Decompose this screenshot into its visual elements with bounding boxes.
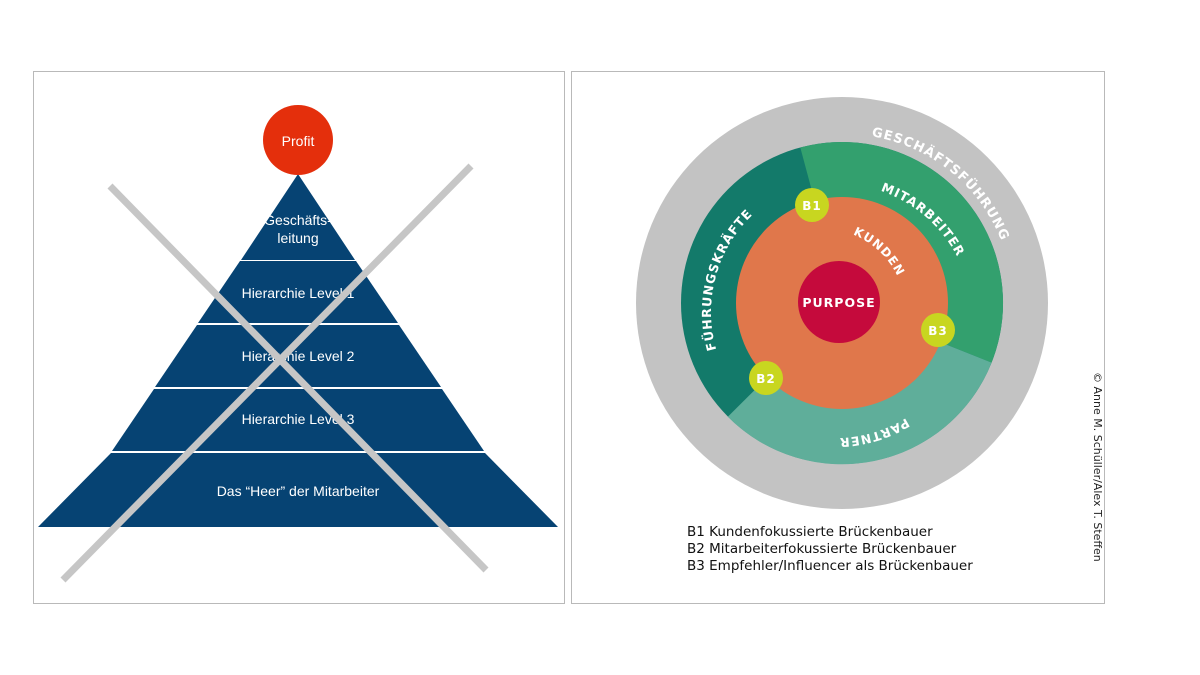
pyramid-tier-2 xyxy=(155,325,441,387)
tier-4-label: Das “Heer” der Mitarbeiter xyxy=(217,483,380,499)
bridge-b3-label: B3 xyxy=(928,324,948,338)
legend-item-b3: B3 Empfehler/Influencer als Brückenbauer xyxy=(687,558,973,574)
bridge-b3 xyxy=(921,313,955,347)
copyright-text: © Anne M. Schüller/Alex T. Steffen xyxy=(1091,372,1104,562)
profit-circle xyxy=(263,105,333,175)
tier-top-label-2: leitung xyxy=(277,230,318,246)
cross-line-1 xyxy=(107,183,489,573)
tier-top-label-1: Geschäfts- xyxy=(264,212,332,228)
tier-2-label: Hierarchie Level 2 xyxy=(242,348,355,364)
purpose-model-diagram: GESCHÄFTSFÜHRUNG FÜHRUNGSKRÄFTE MITARBEI… xyxy=(636,97,1048,509)
profit-label: Profit xyxy=(282,133,315,149)
pyramid-tier-top xyxy=(241,174,355,260)
bridge-b1-label: B1 xyxy=(802,199,822,213)
purpose-circle xyxy=(798,261,880,343)
hierarchy-pyramid-panel: Geschäfts- leitung Hierarchie Level 1 Hi… xyxy=(33,71,565,604)
tier-1-label: Hierarchie Level 1 xyxy=(242,285,355,301)
cross-line-2 xyxy=(60,163,474,583)
pyramid-diagram: Geschäfts- leitung Hierarchie Level 1 Hi… xyxy=(38,105,558,583)
legend-item-b1: B1 Kundenfokussierte Brückenbauer xyxy=(687,524,933,540)
tier-3-label: Hierarchie Level 3 xyxy=(242,411,355,427)
legend-item-b2: B2 Mitarbeiterfokussierte Brückenbauer xyxy=(687,541,957,557)
pyramid-tier-1 xyxy=(198,261,398,323)
purpose-model-panel: GESCHÄFTSFÜHRUNG FÜHRUNGSKRÄFTE MITARBEI… xyxy=(571,71,1105,604)
legend: B1 Kundenfokussierte Brückenbauer B2 Mit… xyxy=(687,524,973,575)
bridge-b1 xyxy=(795,188,829,222)
purpose-label: PURPOSE xyxy=(802,295,875,310)
bridge-b2 xyxy=(749,361,783,395)
bridge-b2-label: B2 xyxy=(756,372,776,386)
